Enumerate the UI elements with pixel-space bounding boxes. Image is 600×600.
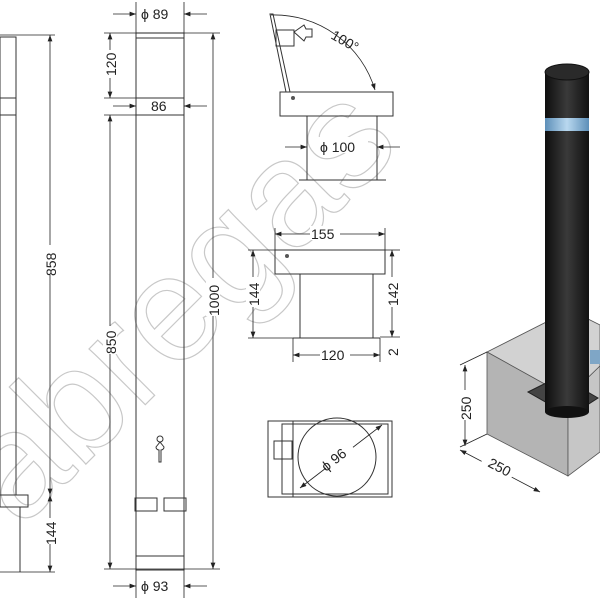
dim-250-height: 250 xyxy=(458,396,474,420)
keyhole-icon xyxy=(155,435,165,463)
bollard-3d-render: 250 250 xyxy=(458,63,600,493)
reflective-band xyxy=(545,118,589,131)
dim-144-side: 144 xyxy=(43,521,59,545)
dim-120-cap: 120 xyxy=(103,52,119,76)
dim-diameter-89: ϕ 89 xyxy=(141,6,169,22)
dim-142: 142 xyxy=(385,282,401,306)
dim-diameter-93: ϕ 93 xyxy=(141,578,169,594)
base-view: 155 144 142 2 120 xyxy=(246,226,401,363)
dim-858: 858 xyxy=(43,252,59,276)
dim-155: 155 xyxy=(311,226,335,242)
dim-144-base: 144 xyxy=(246,282,262,306)
dim-86: 86 xyxy=(151,98,167,114)
dim-120-foot: 120 xyxy=(321,347,345,363)
front-view: ϕ 89 120 86 850 1000 ϕ 93 xyxy=(103,2,222,598)
top-view: ϕ 96 xyxy=(267,417,393,498)
dim-angle-100: 100° xyxy=(329,27,362,55)
dim-2: 2 xyxy=(385,348,401,356)
lock-cylinder xyxy=(590,350,600,364)
dim-1000: 1000 xyxy=(206,285,222,316)
dim-diameter-100: ϕ 100 xyxy=(320,139,355,155)
side-view: 858 144 xyxy=(0,34,59,573)
dim-850: 850 xyxy=(103,330,119,354)
